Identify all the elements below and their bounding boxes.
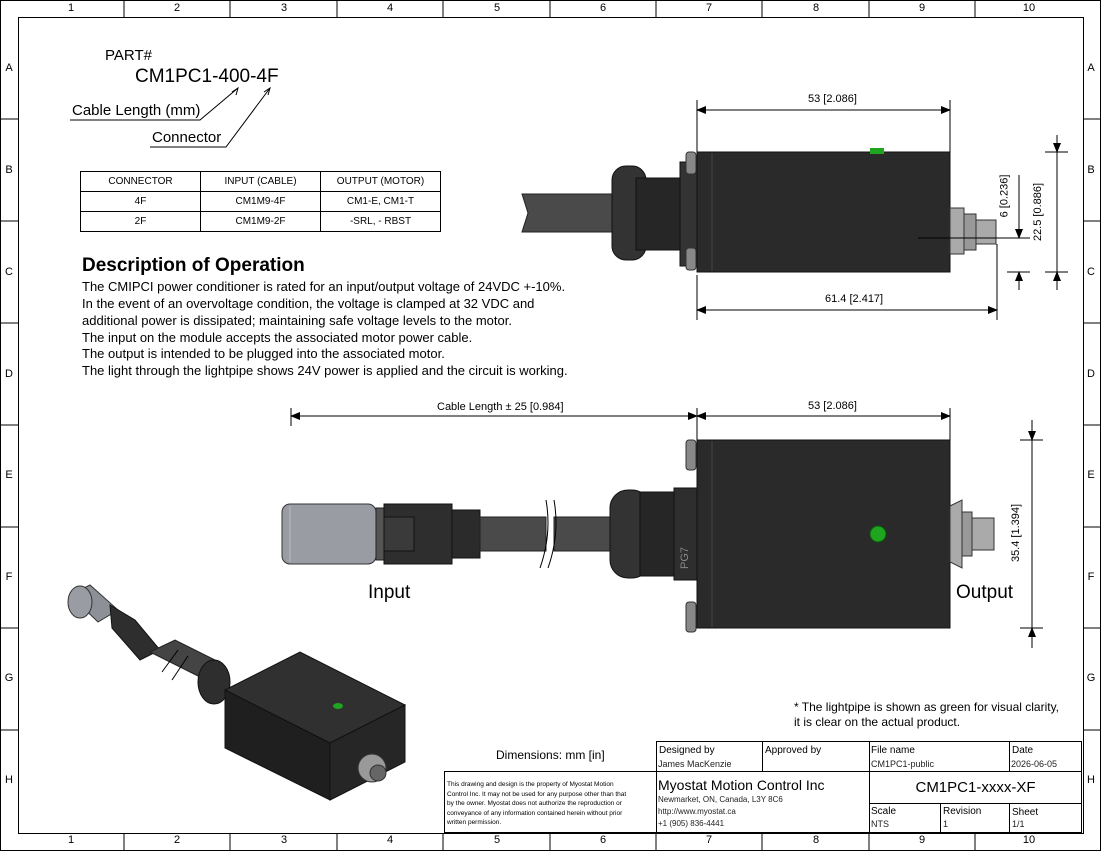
- zone-row-label: C: [1087, 266, 1095, 278]
- part-heading: PART#: [105, 47, 152, 64]
- zone-row-label: C: [5, 266, 13, 278]
- table-cell: CM1-E, CM1-T: [320, 191, 441, 212]
- zone-col-label: 10: [1022, 834, 1036, 846]
- zone-col-label: 5: [493, 2, 501, 14]
- description-line: additional power is dissipated; maintain…: [82, 313, 512, 328]
- company-phone: +1 (905) 836-4441: [658, 819, 725, 828]
- scale-value: NTS: [871, 819, 889, 829]
- zone-col-label: 7: [705, 834, 713, 846]
- description-title: Description of Operation: [82, 255, 305, 276]
- description-line: In the event of an overvoltage condition…: [82, 296, 535, 311]
- dim-top-overall: 61.4 [2.417]: [825, 293, 884, 305]
- zone-row-label: B: [5, 164, 13, 176]
- disclaimer-line: conveyance of any information contained …: [447, 809, 623, 817]
- dim-top-length: 53 [2.086]: [808, 93, 857, 105]
- zone-row-label: G: [4, 672, 14, 684]
- table-cell: 2F: [80, 211, 201, 232]
- company-website: http://www.myostat.ca: [658, 807, 736, 816]
- callout-cable-length: Cable Length (mm): [72, 102, 201, 119]
- zone-col-label: 6: [599, 2, 607, 14]
- zone-col-label: 2: [173, 834, 181, 846]
- sheet-label: Sheet: [1012, 807, 1039, 818]
- part-number: CM1PC1-400-4F: [135, 66, 279, 87]
- zone-row-label: A: [5, 62, 13, 74]
- zone-col-label: 4: [386, 2, 394, 14]
- disclaimer-line: by the owner. Myostat does not authorize…: [447, 800, 622, 807]
- disclaimer-line: This drawing and design is the property …: [447, 781, 614, 788]
- approved-by-label: Approved by: [765, 745, 822, 756]
- designed-by-label: Designed by: [659, 745, 715, 756]
- zone-col-label: 5: [493, 834, 501, 846]
- lightpipe-note-line1: * The lightpipe is shown as green for vi…: [794, 700, 1060, 714]
- description-line: The output is intended to be plugged int…: [82, 346, 445, 361]
- zone-col-label: 9: [918, 834, 926, 846]
- zone-row-label: H: [5, 774, 13, 786]
- table-row: 2F CM1M9-2F -SRL, - RBST: [80, 211, 441, 232]
- file-name-value: CM1PC1-public: [871, 759, 935, 769]
- zone-col-label: 4: [386, 834, 394, 846]
- zone-row-label: H: [1087, 774, 1095, 786]
- date-label: Date: [1012, 745, 1034, 756]
- zone-row-label: E: [5, 469, 13, 481]
- zone-row-label: D: [5, 368, 13, 380]
- zone-col-label: 6: [599, 834, 607, 846]
- zone-col-label: 3: [280, 2, 288, 14]
- drawing-number: CM1PC1-xxxx-XF: [915, 779, 1036, 796]
- zone-col-label: 9: [918, 2, 926, 14]
- zone-col-label: 3: [280, 834, 288, 846]
- table-row: 4F CM1M9-4F CM1-E, CM1-T: [80, 191, 441, 212]
- zone-col-label: 1: [67, 2, 75, 14]
- connector-table: CONNECTOR INPUT (CABLE) OUTPUT (MOTOR) 4…: [80, 171, 441, 232]
- sheet-value: 1/1: [1012, 819, 1025, 829]
- zone-row-label: D: [1087, 368, 1095, 380]
- callout-leaders: [70, 86, 271, 148]
- input-label: Input: [368, 582, 411, 603]
- zone-row-label: B: [1087, 164, 1095, 176]
- description-line: The CMIPCI power conditioner is rated fo…: [82, 279, 566, 294]
- output-label: Output: [956, 582, 1014, 603]
- zone-col-label: 2: [173, 2, 181, 14]
- disclaimer-line: Control Inc. It may not be used for any …: [447, 790, 627, 798]
- zone-col-label: 7: [705, 2, 713, 14]
- company-address: Newmarket, ON, Canada, L3Y 8C6: [658, 795, 783, 804]
- file-name-label: File name: [871, 745, 915, 756]
- revision-value: 1: [943, 819, 949, 829]
- table-header-row: CONNECTOR INPUT (CABLE) OUTPUT (MOTOR): [80, 171, 441, 192]
- zone-row-label: E: [1087, 469, 1095, 481]
- company-name: Myostat Motion Control Inc: [658, 777, 825, 793]
- lightpipe-note-line2: it is clear on the actual product.: [794, 715, 961, 729]
- dim-cable-length: Cable Length ± 25 [0.984]: [437, 401, 564, 413]
- callout-connector: Connector: [152, 129, 222, 146]
- table-cell: -SRL, - RBST: [320, 211, 441, 232]
- zone-row-label: F: [1087, 571, 1095, 583]
- disclaimer-line: written permission.: [447, 819, 502, 826]
- zone-row-label: A: [1087, 62, 1095, 74]
- description-line: The light through the lightpipe shows 24…: [82, 363, 568, 378]
- units-label: Dimensions: mm [in]: [496, 748, 605, 762]
- dim-front-length: 53 [2.086]: [808, 400, 857, 412]
- scale-label: Scale: [871, 806, 897, 817]
- designed-by-value: James MacKenzie: [658, 759, 732, 769]
- zone-col-label: 1: [67, 834, 75, 846]
- zone-col-label: 8: [812, 2, 820, 14]
- revision-label: Revision: [943, 806, 982, 817]
- zone-col-label: 8: [812, 834, 820, 846]
- zone-col-label: 10: [1022, 2, 1036, 14]
- date-value: 2026-06-05: [1011, 759, 1058, 769]
- disclaimer-text: This drawing and design is the property …: [447, 780, 657, 828]
- description-line: The input on the module accepts the asso…: [82, 330, 473, 345]
- zone-row-label: F: [5, 571, 13, 583]
- zone-row-label: G: [1086, 672, 1096, 684]
- sheet-box: [1009, 803, 1082, 833]
